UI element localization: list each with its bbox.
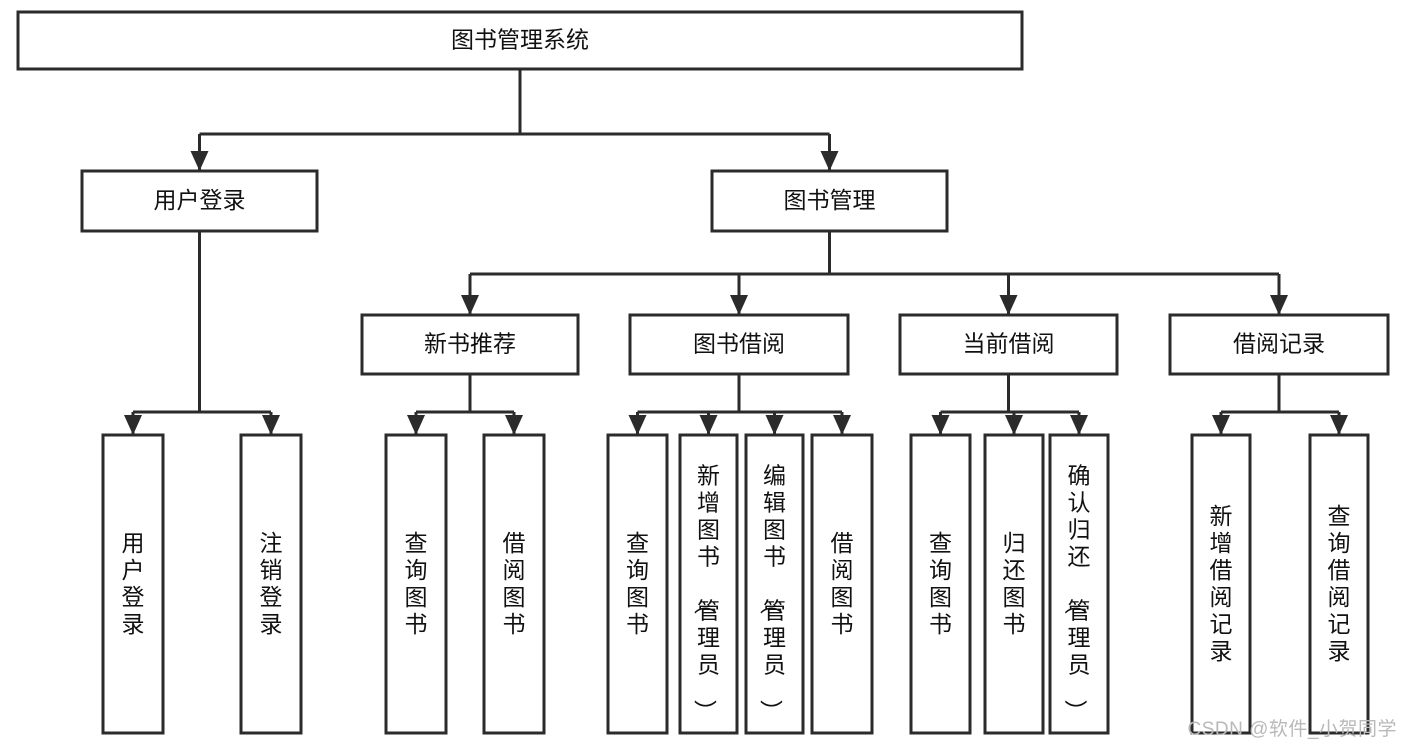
node-label: 借阅图书 (831, 530, 854, 637)
node-label: 查询借阅记录 (1328, 503, 1351, 664)
node-box (1190, 433, 1252, 735)
node-book-borrow[interactable]: 图书借阅 (628, 313, 850, 376)
node-root[interactable]: 图书管理系统 (16, 10, 1024, 71)
node-leaf-user-login[interactable]: 用户登录 (101, 433, 165, 735)
node-box (909, 433, 972, 735)
node-leaf-query-book-2[interactable]: 查询图书 (606, 433, 669, 735)
node-leaf-edit-book-admin[interactable]: 编辑图书（管理员） (744, 433, 805, 735)
arrowhead-leaf-add-book-admin (699, 415, 718, 435)
node-box (744, 433, 805, 735)
watermark-label: CSDN @软件_小贺同学 (1187, 719, 1397, 740)
node-leaf-return-book[interactable]: 归还图书 (983, 433, 1045, 735)
node-leaf-borrow-book-1[interactable]: 借阅图书 (482, 433, 546, 735)
arrowhead-leaf-borrow-book-1 (505, 415, 523, 435)
arrowhead-borrow-record (1270, 295, 1288, 315)
node-box (1048, 433, 1110, 735)
node-box (360, 313, 580, 376)
node-label: 用户登录 (122, 530, 145, 637)
node-leaf-user-logout[interactable]: 注销登录 (239, 433, 303, 735)
node-label: 注销登录 (260, 530, 283, 637)
edges-layer (124, 69, 1348, 435)
arrowhead-leaf-confirm-return-admin (1070, 415, 1088, 435)
node-borrow-record[interactable]: 借阅记录 (1168, 313, 1390, 376)
node-box (628, 313, 850, 376)
node-box (1168, 313, 1390, 376)
node-box (1308, 433, 1370, 735)
node-leaf-query-book-3[interactable]: 查询图书 (909, 433, 972, 735)
node-box (810, 433, 874, 735)
arrowhead-book-manage (820, 151, 839, 171)
node-box (606, 433, 669, 735)
node-box (983, 433, 1045, 735)
node-leaf-add-book-admin[interactable]: 新增图书（管理员） (678, 433, 739, 735)
node-user-login[interactable]: 用户登录 (80, 169, 319, 233)
node-label: 图书管理系统 (451, 27, 589, 53)
arrowhead-leaf-user-logout (262, 415, 280, 435)
arrowhead-leaf-add-borrow-record (1212, 415, 1230, 435)
node-label: 借阅记录 (1233, 331, 1325, 357)
arrowhead-leaf-query-book-2 (628, 415, 647, 435)
arrowhead-user-login (190, 151, 209, 171)
node-label: 归还图书 (1003, 530, 1026, 637)
node-label: 新增借阅记录 (1210, 503, 1233, 664)
node-box (101, 433, 165, 735)
node-label: 图书管理 (784, 187, 876, 213)
arrowhead-leaf-query-book-1 (407, 415, 425, 435)
node-box (482, 433, 546, 735)
node-label: 图书借阅 (693, 331, 785, 357)
arrowhead-current-borrow (999, 295, 1018, 315)
arrowhead-leaf-return-book (1005, 415, 1023, 435)
node-box (80, 169, 319, 233)
node-leaf-borrow-book-2[interactable]: 借阅图书 (810, 433, 874, 735)
node-box (384, 433, 448, 735)
arrowhead-book-borrow (730, 295, 748, 315)
arrowhead-leaf-user-login (124, 415, 142, 435)
node-label: 确认归还（管理员） (1063, 463, 1091, 723)
node-box (16, 10, 1024, 71)
arrowhead-leaf-borrow-book-2 (833, 415, 851, 435)
arrowhead-new-book-recommend (461, 295, 479, 315)
node-label: 查询图书 (405, 530, 428, 637)
node-new-book-recommend[interactable]: 新书推荐 (360, 313, 580, 376)
node-book-manage[interactable]: 图书管理 (710, 169, 949, 233)
node-label: 新增图书（管理员） (692, 463, 720, 723)
arrowhead-leaf-query-book-3 (931, 415, 950, 435)
node-box (239, 433, 303, 735)
node-leaf-query-borrow-record[interactable]: 查询借阅记录 (1308, 433, 1370, 735)
node-label: 借阅图书 (503, 530, 526, 637)
node-label: 用户登录 (154, 187, 246, 213)
arrowhead-leaf-edit-book-admin (765, 415, 784, 435)
node-label: 当前借阅 (963, 331, 1055, 357)
node-leaf-confirm-return-admin[interactable]: 确认归还（管理员） (1048, 433, 1110, 735)
node-leaf-query-book-1[interactable]: 查询图书 (384, 433, 448, 735)
node-leaf-add-borrow-record[interactable]: 新增借阅记录 (1190, 433, 1252, 735)
node-box (710, 169, 949, 233)
node-label: 新书推荐 (424, 331, 516, 357)
node-label: 查询图书 (626, 530, 649, 637)
nodes-layer: 图书管理系统用户登录图书管理新书推荐图书借阅当前借阅借阅记录用户登录注销登录查询… (16, 10, 1390, 735)
node-current-borrow[interactable]: 当前借阅 (898, 313, 1119, 376)
arrowhead-leaf-query-borrow-record (1330, 415, 1348, 435)
node-box (678, 433, 739, 735)
node-label: 查询图书 (929, 530, 952, 637)
node-box (898, 313, 1119, 376)
node-label: 编辑图书（管理员） (758, 463, 786, 723)
